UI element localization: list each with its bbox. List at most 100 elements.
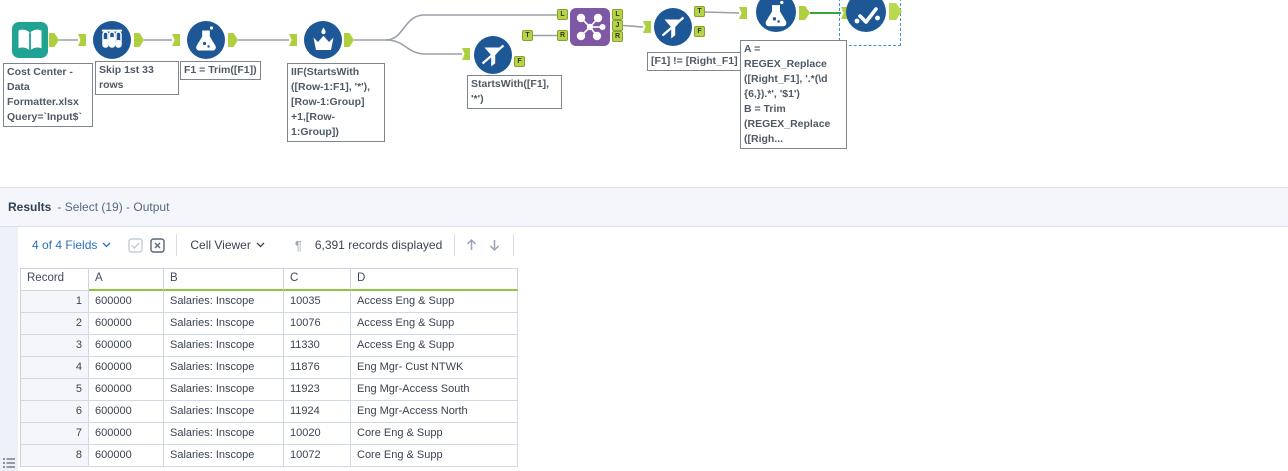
filter1-true-anchor[interactable]: T [522,30,533,41]
table-cell[interactable]: Salaries: Inscope [164,401,284,423]
join-left-output-anchor[interactable]: L [612,9,623,20]
fields-dropdown[interactable]: 4 of 4 Fields [32,238,111,252]
annotation-input-data[interactable]: Cost Center - Data Formatter.xlsx Query=… [3,63,93,127]
annotation-formula[interactable]: F1 = Trim([F1]) [180,61,261,80]
multirow-input-anchor[interactable] [289,34,297,46]
tool-filter-2[interactable] [654,8,692,46]
table-cell[interactable]: Salaries: Inscope [164,357,284,379]
record-number[interactable]: 5 [21,379,89,401]
wire-filter2T-to-formula2[interactable] [704,11,740,14]
sample-input-anchor[interactable] [78,34,86,46]
table-cell[interactable]: 11876 [284,357,351,379]
arrow-down-icon [490,240,500,252]
table-cell[interactable]: 600000 [89,357,164,379]
record-number[interactable]: 6 [21,401,89,423]
table-cell[interactable]: Access Eng & Supp [351,313,518,335]
tool-join[interactable] [570,8,610,46]
table-cell[interactable]: Salaries: Inscope [164,335,284,357]
table-cell[interactable]: 10076 [284,313,351,335]
table-cell[interactable]: 600000 [89,291,164,313]
next-record-button[interactable] [488,238,501,252]
table-cell[interactable]: Access Eng & Supp [351,291,518,313]
join-join-output-anchor[interactable]: J [612,20,623,31]
select-output-anchor[interactable] [889,3,902,20]
formula-input-anchor[interactable] [172,34,180,46]
column-header-c[interactable]: C [284,269,351,291]
record-number[interactable]: 7 [21,423,89,445]
tool-select[interactable] [846,0,886,32]
annotation-filter1[interactable]: StartsWith([F1], '*') [467,75,562,109]
multirow-output-anchor[interactable] [344,33,354,47]
x-box-button[interactable] [150,237,166,253]
fields-dropdown-label: 4 of 4 Fields [32,238,98,252]
table-cell[interactable]: 600000 [89,379,164,401]
filter1-false-anchor[interactable]: F [514,56,525,67]
filter1-input-anchor[interactable] [462,48,470,60]
table-cell[interactable]: 600000 [89,445,164,467]
table-cell[interactable]: Salaries: Inscope [164,423,284,445]
table-cell[interactable]: 600000 [89,313,164,335]
cell-viewer-dropdown[interactable]: Cell Viewer [190,238,265,252]
table-cell[interactable]: 10020 [284,423,351,445]
join-right-input-anchor[interactable]: R [557,30,568,41]
tool-formula-2[interactable] [756,0,796,32]
table-cell[interactable]: 11330 [284,335,351,357]
table-cell[interactable]: Salaries: Inscope [164,445,284,467]
workflow-canvas[interactable]: T F L R L J R [0,0,1288,187]
table-cell[interactable]: Salaries: Inscope [164,313,284,335]
record-number[interactable]: 1 [21,291,89,313]
records-list-icon[interactable] [0,457,18,469]
annotation-sample[interactable]: Skip 1st 33 rows [95,61,179,95]
table-cell[interactable]: 600000 [89,335,164,357]
tool-multi-row-formula[interactable] [304,21,342,59]
formula-output-anchor[interactable] [228,33,238,47]
table-cell[interactable]: Eng Mgr-Access South [351,379,518,401]
prev-record-button[interactable] [465,238,478,252]
record-number[interactable]: 3 [21,335,89,357]
column-header-record[interactable]: Record [21,269,89,291]
filter2-false-anchor[interactable]: F [694,26,705,37]
table-cell[interactable]: Salaries: Inscope [164,379,284,401]
column-header-a[interactable]: A [89,269,164,291]
table-cell[interactable]: 10035 [284,291,351,313]
tool-input-data[interactable] [12,22,48,58]
sample-test-tubes-icon [101,29,123,48]
select-input-anchor[interactable] [841,7,849,19]
table-cell[interactable]: 11924 [284,401,351,423]
table-cell[interactable]: Salaries: Inscope [164,291,284,313]
table-cell[interactable]: 600000 [89,423,164,445]
join-right-output-anchor[interactable]: R [612,31,623,42]
table-cell[interactable]: 11923 [284,379,351,401]
record-number[interactable]: 2 [21,313,89,335]
table-cell[interactable]: Eng Mgr-Access North [351,401,518,423]
record-number[interactable]: 8 [21,445,89,467]
join-left-input-anchor[interactable]: L [557,9,568,20]
input-data-output-anchor[interactable] [49,33,59,47]
formula2-input-anchor[interactable] [739,7,747,19]
table-cell[interactable]: 10072 [284,445,351,467]
table-cell[interactable]: Eng Mgr- Cust NTWK [351,357,518,379]
arrow-up-icon [467,238,477,250]
table-cell[interactable]: 600000 [89,401,164,423]
tool-filter-1[interactable] [474,36,512,74]
check-box-button[interactable] [128,237,144,253]
formula2-output-anchor[interactable] [799,6,810,20]
column-header-b[interactable]: B [164,269,284,291]
wire-joinJ-to-filter2[interactable] [622,24,644,28]
annotation-multirow[interactable]: IIF(StartsWith ([Row-1:F1], '*'), [Row-1… [287,63,385,142]
tool-sample[interactable] [93,21,131,59]
table-cell[interactable]: Access Eng & Supp [351,335,518,357]
record-number[interactable]: 4 [21,357,89,379]
filter2-input-anchor[interactable] [643,21,651,33]
table-cell[interactable]: Core Eng & Supp [351,445,518,467]
column-header-d[interactable]: D [351,269,518,291]
filter2-true-anchor[interactable]: T [694,6,705,17]
annotation-filter2[interactable]: [F1] != [Right_F1] [647,52,744,71]
tool-formula[interactable] [187,21,225,59]
table-cell[interactable]: Core Eng & Supp [351,423,518,445]
annotation-formula2[interactable]: A = REGEX_Replace ([Right_F1], '.*(\d {6… [740,40,847,149]
sample-output-anchor[interactable] [134,33,144,47]
pilcrow-toggle[interactable]: ¶ [294,237,302,253]
wire-multirow-to-filter1[interactable] [385,39,462,55]
